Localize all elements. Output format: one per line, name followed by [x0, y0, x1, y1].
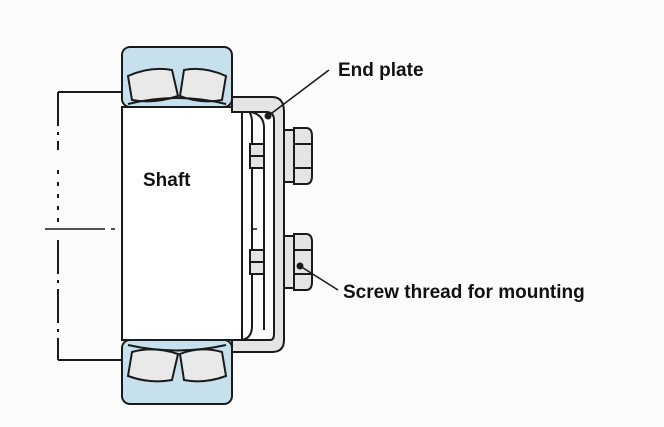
bearing-top: [121, 46, 233, 108]
bolt-bottom: [283, 233, 313, 291]
screw-thread-label: Screw thread for mounting: [343, 282, 585, 303]
bolt-top: [283, 127, 313, 185]
bearing-bottom: [121, 339, 233, 405]
shaft-end-step: [232, 106, 253, 341]
leader-end-plate: [264, 69, 330, 120]
leader-screw-thread: [296, 262, 339, 291]
end-plate-label: End plate: [338, 60, 424, 81]
shaft-body: [121, 106, 243, 341]
shaft-label: Shaft: [143, 170, 191, 191]
screw-holes: [249, 143, 265, 275]
shaft-outline: [57, 91, 122, 361]
